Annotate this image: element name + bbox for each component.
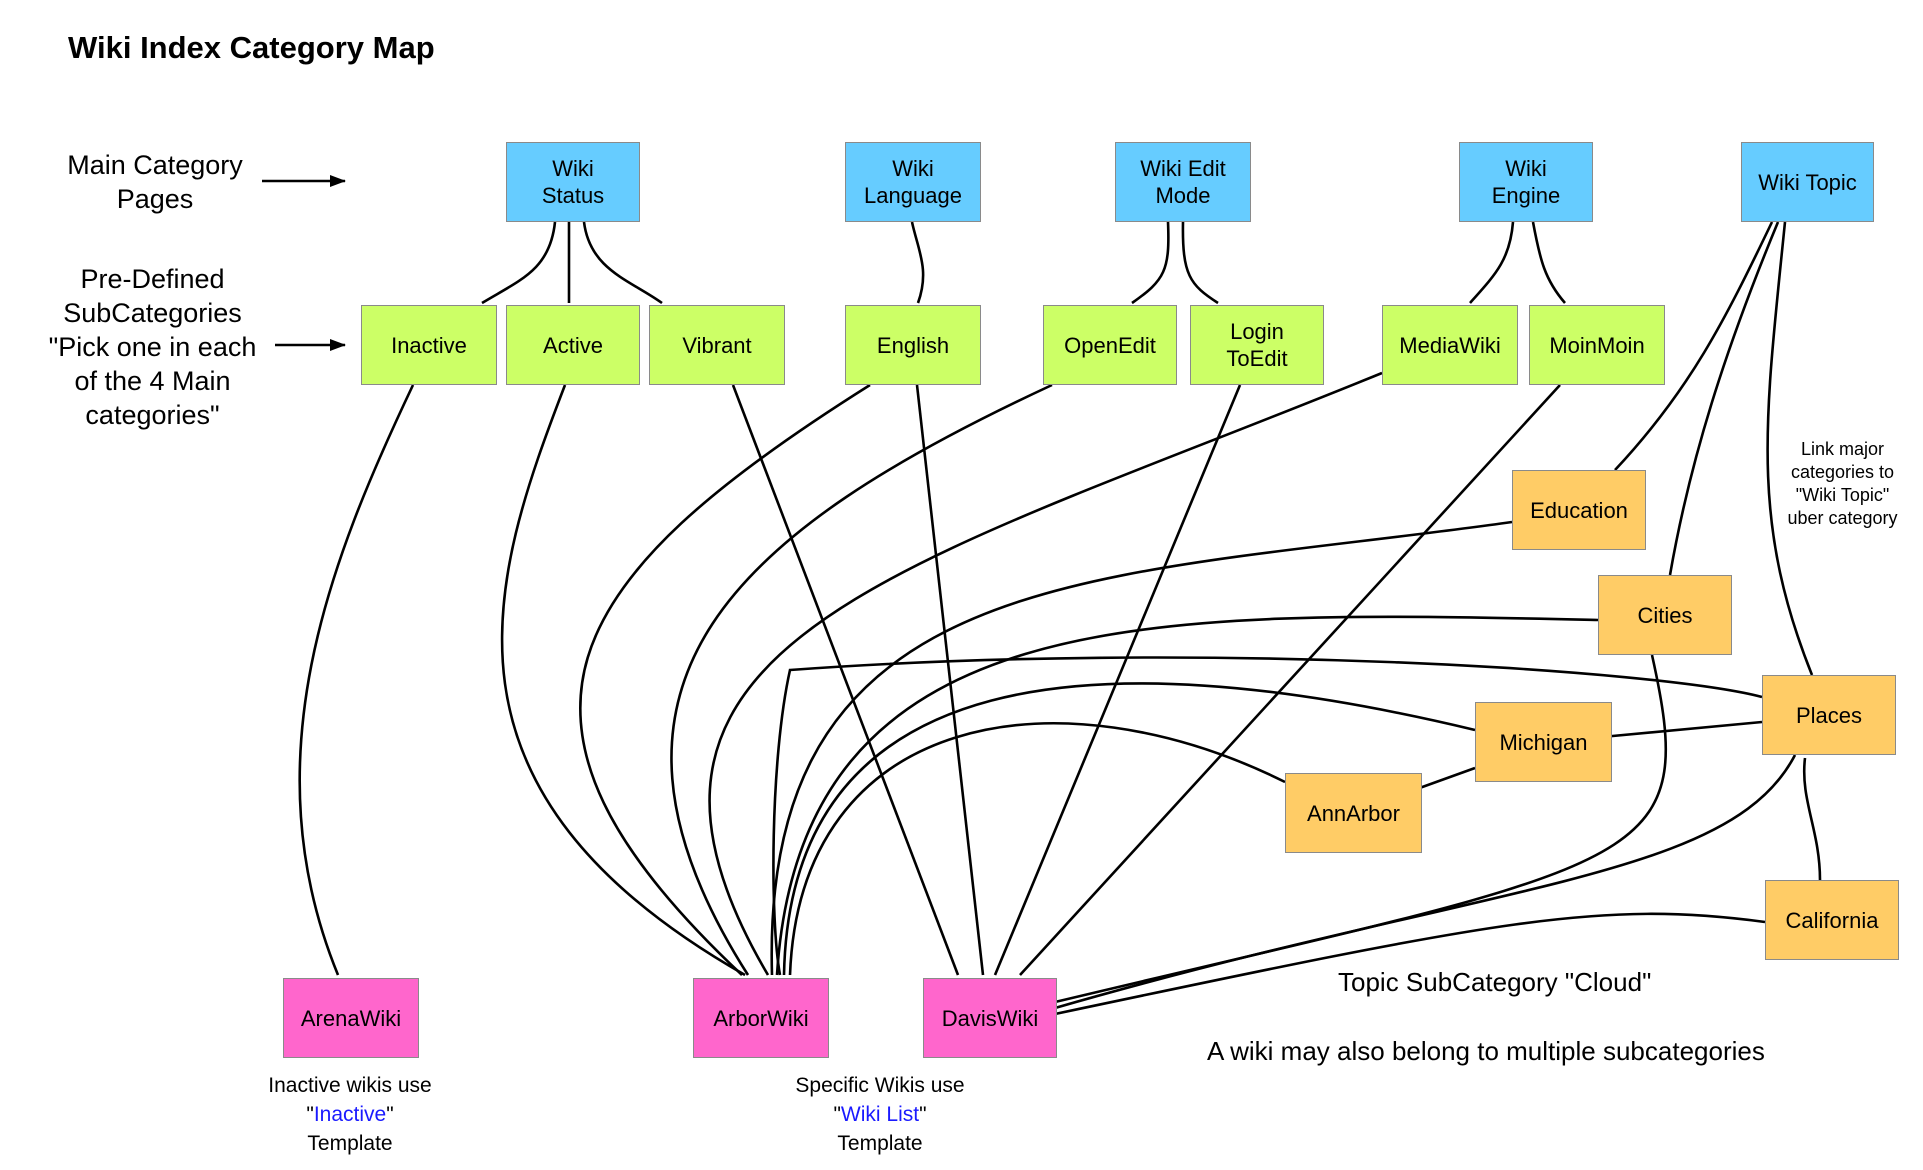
node-california[interactable]: California bbox=[1765, 880, 1899, 960]
edge-status-vibrant bbox=[582, 221, 663, 305]
node-moinmoin[interactable]: MoinMoin bbox=[1529, 305, 1665, 385]
wiki-list-template-link[interactable]: Wiki List bbox=[840, 1103, 920, 1126]
edge-michigan-arborwiki bbox=[782, 682, 1476, 976]
edge-places-daviswiki bbox=[1054, 754, 1797, 1010]
node-wiki-topic[interactable]: Wiki Topic bbox=[1741, 142, 1874, 222]
edge-places-california bbox=[1802, 757, 1822, 881]
edge-openedit-arborwiki bbox=[670, 383, 1053, 976]
node-arborwiki[interactable]: ArborWiki bbox=[693, 978, 829, 1058]
node-daviswiki[interactable]: DavisWiki bbox=[923, 978, 1057, 1058]
node-mediawiki[interactable]: MediaWiki bbox=[1382, 305, 1518, 385]
edge-topic-places bbox=[1766, 221, 1814, 676]
edge-editmode-login bbox=[1181, 221, 1219, 305]
edge-inactive-arenawiki bbox=[298, 384, 415, 976]
inactive-template-link[interactable]: Inactive bbox=[313, 1103, 387, 1126]
predefined-subcategories-label: Pre-Defined SubCategories "Pick one in e… bbox=[48, 264, 257, 430]
edge-education-arborwiki bbox=[770, 520, 1513, 976]
edge-english-daviswiki bbox=[915, 384, 985, 976]
edge-annarbor-michigan bbox=[1413, 766, 1476, 792]
node-vibrant[interactable]: Vibrant bbox=[649, 305, 785, 385]
edge-michigan-places bbox=[1601, 720, 1763, 739]
node-active[interactable]: Active bbox=[506, 305, 640, 385]
edge-editmode-openedit bbox=[1131, 221, 1170, 305]
edge-language-english bbox=[910, 221, 925, 304]
edge-login-daviswiki bbox=[993, 384, 1242, 976]
edge-engine-moinmoin bbox=[1531, 221, 1566, 304]
node-arenawiki[interactable]: ArenaWiki bbox=[283, 978, 419, 1058]
main-category-pages-label: Main Category Pages bbox=[67, 150, 243, 214]
topic-cloud-note: Topic SubCategory "Cloud" bbox=[1338, 967, 1652, 997]
edge-mediawiki-arborwiki bbox=[708, 371, 1383, 976]
node-places[interactable]: Places bbox=[1762, 675, 1896, 755]
node-english[interactable]: English bbox=[845, 305, 981, 385]
link-major-note: Link major categories to "Wiki Topic" ub… bbox=[1787, 439, 1898, 528]
edge-places-arborwiki bbox=[772, 656, 1763, 976]
node-openedit[interactable]: OpenEdit bbox=[1043, 305, 1177, 385]
edge-vibrant-daviswiki bbox=[731, 384, 960, 976]
edge-english-arborwiki bbox=[579, 383, 871, 976]
node-michigan[interactable]: Michigan bbox=[1475, 702, 1612, 782]
node-inactive[interactable]: Inactive bbox=[361, 305, 497, 385]
edge-annarbor-arborwiki bbox=[788, 722, 1286, 976]
page-title: Wiki Index Category Map bbox=[68, 30, 435, 65]
node-cities[interactable]: Cities bbox=[1598, 575, 1732, 655]
edge-topic-cities bbox=[1668, 221, 1780, 576]
inactive-template-caption: Inactive wikis use "Inactive" Template bbox=[268, 1074, 432, 1155]
edge-status-inactive bbox=[481, 221, 557, 305]
edge-cities-arborwiki bbox=[775, 615, 1599, 976]
wiki-list-template-caption: Specific Wikis use "Wiki List" Template bbox=[795, 1074, 965, 1155]
node-education[interactable]: Education bbox=[1512, 470, 1646, 550]
multiple-subcategories-note: A wiki may also belong to multiple subca… bbox=[1207, 1036, 1765, 1066]
node-annarbor[interactable]: AnnArbor bbox=[1285, 773, 1422, 853]
edge-engine-mediawiki bbox=[1469, 221, 1515, 304]
edge-moinmoin-daviswiki bbox=[1019, 384, 1561, 976]
edge-california-daviswiki bbox=[1054, 912, 1766, 1016]
edge-topic-education bbox=[1614, 221, 1774, 471]
edge-active-arborwiki bbox=[500, 384, 746, 977]
